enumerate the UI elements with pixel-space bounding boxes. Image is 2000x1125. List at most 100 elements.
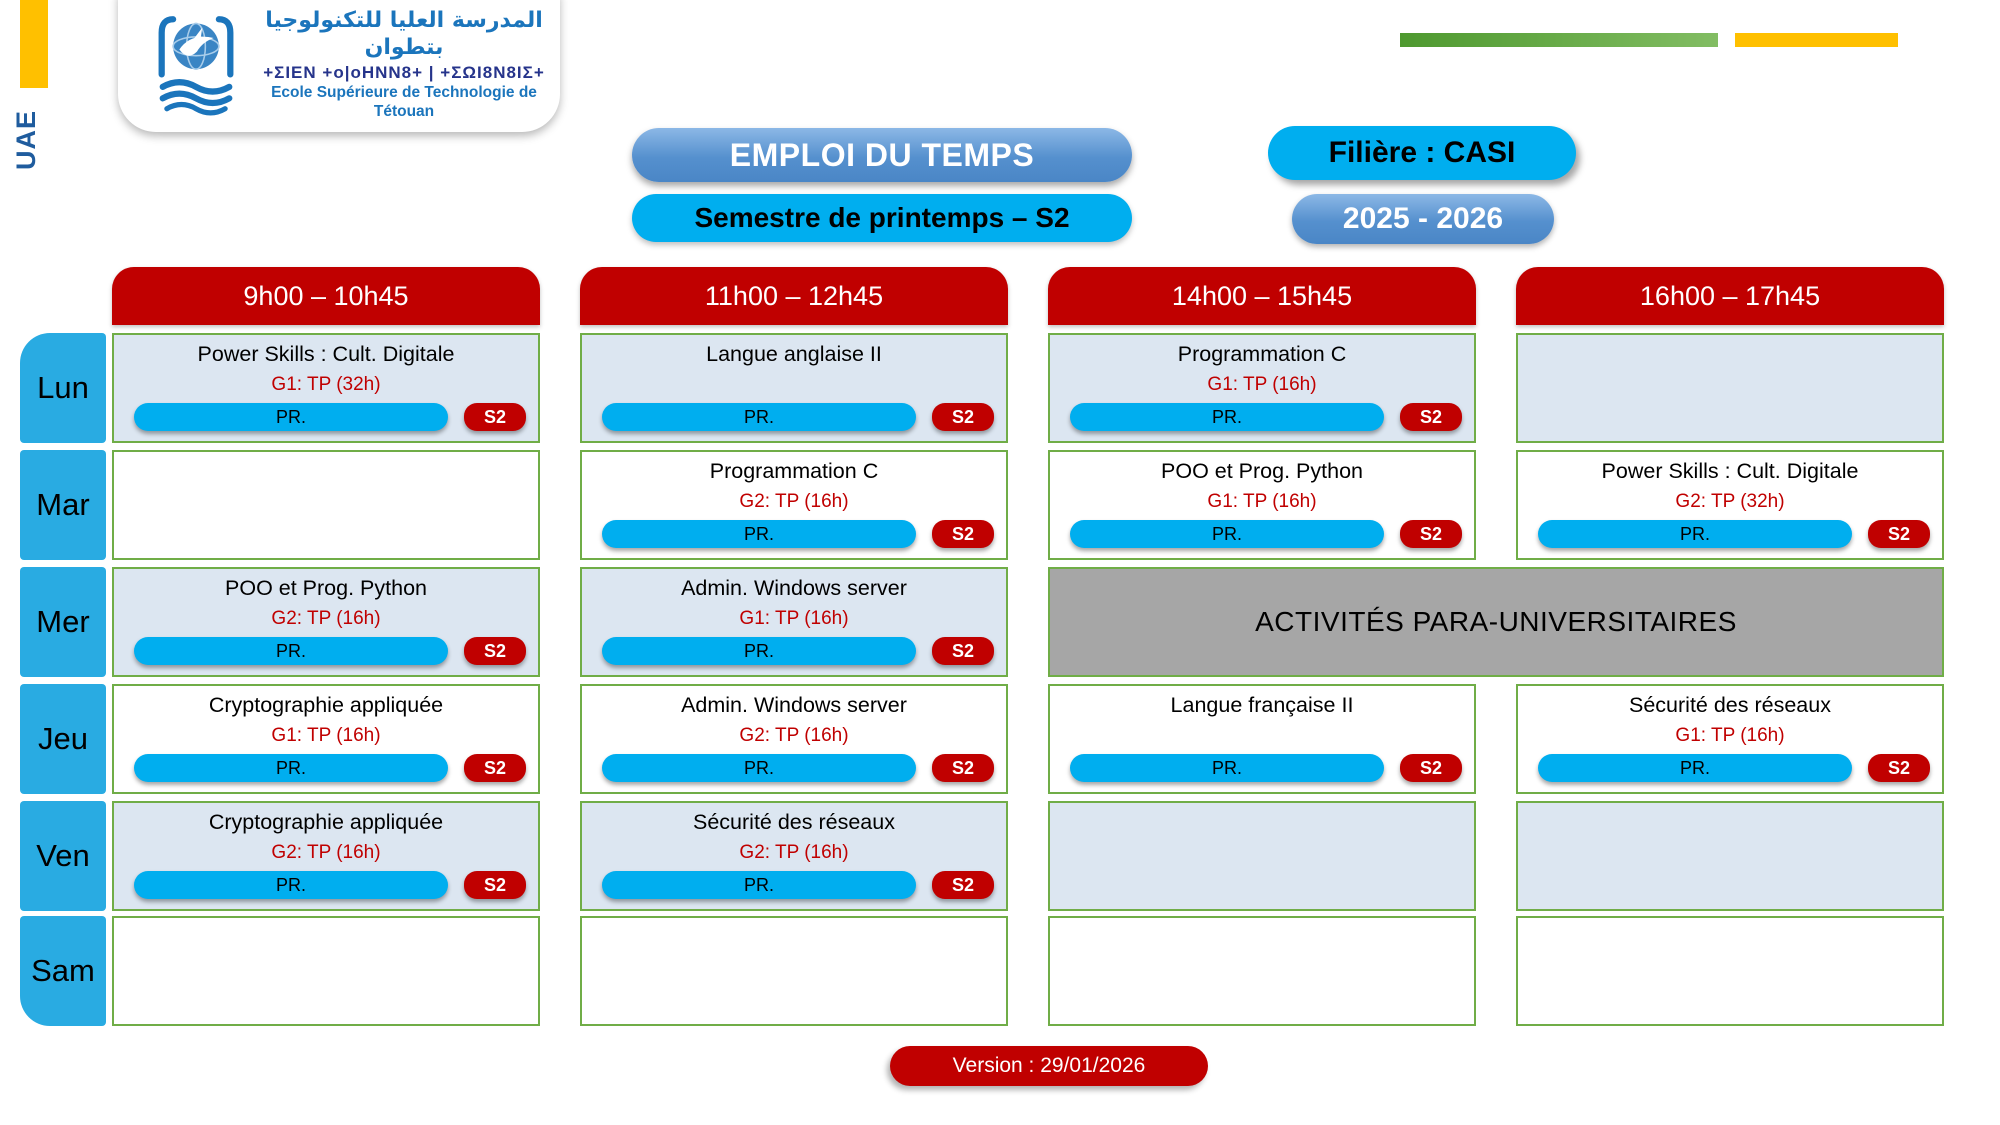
course-title: Langue anglaise II	[706, 342, 882, 366]
course-cell-bottom: PR. S2	[1062, 520, 1462, 548]
course-cell-bottom: PR. S2	[1062, 754, 1462, 782]
course-group: G1: TP (16h)	[739, 608, 849, 629]
top-right-green-bar	[1400, 33, 1718, 47]
left-accent-bar	[20, 0, 48, 88]
course-cell-bottom: PR.S2	[126, 637, 526, 665]
course-cell: Langue anglaise II PR.S2	[580, 333, 1008, 443]
room-pill: PR.	[1070, 754, 1384, 782]
course-group	[594, 374, 994, 396]
course-title: Langue française II	[1170, 693, 1354, 717]
page-title: EMPLOI DU TEMPS	[632, 128, 1132, 182]
course-cell-bottom: PR.S2	[594, 403, 994, 431]
empty-cell	[1048, 916, 1476, 1026]
semester-badge: S2	[1868, 754, 1930, 782]
course-group: G1: TP (32h)	[271, 374, 381, 395]
course-cell-bottom: PR. S2	[126, 754, 526, 782]
course-cell-bottom: PR. S2	[1530, 520, 1930, 548]
semester-badge: S2	[464, 871, 526, 899]
school-logo-panel: المدرسة العليا للتكنولوجيا بتطوان +ΣΙΕΝ …	[118, 0, 560, 132]
semester-badge: S2	[1400, 520, 1462, 548]
room-pill: PR.	[1538, 520, 1852, 548]
room-pill: PR.	[134, 403, 448, 431]
room-pill: PR.	[1538, 754, 1852, 782]
course-title: Cryptographie appliquée	[208, 693, 444, 717]
semester-badge: S2	[932, 637, 994, 665]
semester-badge: S2	[1400, 754, 1462, 782]
course-cell-bottom: PR. S2	[594, 520, 994, 548]
course-group: G2: TP (16h)	[271, 842, 381, 863]
course-cell-bottom: PR. S2	[126, 871, 526, 899]
course-title: Power Skills : Cult. Digitale	[1601, 459, 1859, 483]
empty-cell	[1048, 801, 1476, 911]
course-group: G1: TP (16h)	[1675, 725, 1785, 746]
room-pill: PR.	[602, 520, 916, 548]
room-pill: PR.	[1070, 520, 1384, 548]
course-title: Power Skills : Cult. Digitale	[197, 342, 455, 366]
semester-badge: S2	[932, 871, 994, 899]
course-cell-bottom: PR. S2	[126, 403, 526, 431]
semester-badge: S2	[464, 403, 526, 431]
course-group: G2: TP (32h)	[1675, 491, 1785, 512]
day-label-sam: Sam	[20, 916, 106, 1026]
room-pill: PR.	[602, 871, 916, 899]
time-slot-header: 16h00 – 17h45	[1516, 267, 1944, 325]
time-slot-header: 9h00 – 10h45	[112, 267, 540, 325]
course-cell: Langue française II PR. S2	[1048, 684, 1476, 794]
course-group: G1: TP (16h)	[1207, 374, 1317, 395]
day-label-mer: Mer	[20, 567, 106, 677]
empty-cell	[112, 916, 540, 1026]
room-pill: PR.	[1070, 403, 1384, 431]
room-pill: PR.	[602, 637, 916, 665]
course-group: G2: TP (16h)	[739, 842, 849, 863]
school-name-tifinagh: +ΣΙΕΝ +ο|οΗΝΝ8+ | +ΣΩΙ8Ν8ΙΣ+	[263, 62, 545, 82]
course-group	[1062, 725, 1462, 747]
room-pill: PR.	[134, 871, 448, 899]
course-group: G2: TP (16h)	[271, 608, 381, 629]
semester-badge: S2	[1868, 520, 1930, 548]
course-group: G1: TP (16h)	[271, 725, 381, 746]
semester-badge: S2	[464, 754, 526, 782]
school-logo-icon	[158, 16, 234, 116]
academic-year-badge: 2025 - 2026	[1292, 194, 1554, 244]
course-title: POO et Prog. Python	[225, 576, 427, 600]
room-pill: PR.	[134, 754, 448, 782]
semester-badge: S2	[932, 520, 994, 548]
top-right-yellow-bar	[1735, 33, 1898, 47]
empty-cell	[1516, 333, 1944, 443]
course-title: POO et Prog. Python	[1161, 459, 1363, 483]
empty-cell	[112, 450, 540, 560]
room-pill: PR.	[602, 754, 916, 782]
school-name-block: المدرسة العليا للتكنولوجيا بتطوان +ΣΙΕΝ …	[260, 7, 552, 122]
time-slot-header: 11h00 – 12h45	[580, 267, 1008, 325]
course-group: G1: TP (16h)	[1207, 491, 1317, 512]
empty-cell	[1516, 801, 1944, 911]
course-cell-bottom: PR.S2	[1062, 403, 1462, 431]
day-label-mar: Mar	[20, 450, 106, 560]
day-label-jeu: Jeu	[20, 684, 106, 794]
course-title: Sécurité des réseaux	[693, 810, 895, 834]
time-slot-header: 14h00 – 15h45	[1048, 267, 1476, 325]
version-badge: Version : 29/01/2026	[890, 1046, 1208, 1086]
course-title: Cryptographie appliquée	[208, 810, 444, 834]
day-label-ven: Ven	[20, 801, 106, 911]
course-cell-bottom: PR. S2	[1530, 754, 1930, 782]
school-name-french: Ecole Supérieure de Technologie de Tétou…	[271, 83, 537, 121]
room-pill: PR.	[602, 403, 916, 431]
course-group: G2: TP (16h)	[739, 725, 849, 746]
room-pill: PR.	[134, 637, 448, 665]
filiere-badge: Filière : CASI	[1268, 126, 1576, 180]
activities-banner-cell: ACTIVITÉS PARA-UNIVERSITAIRES	[1048, 567, 1944, 677]
course-group: G2: TP (16h)	[739, 491, 849, 512]
